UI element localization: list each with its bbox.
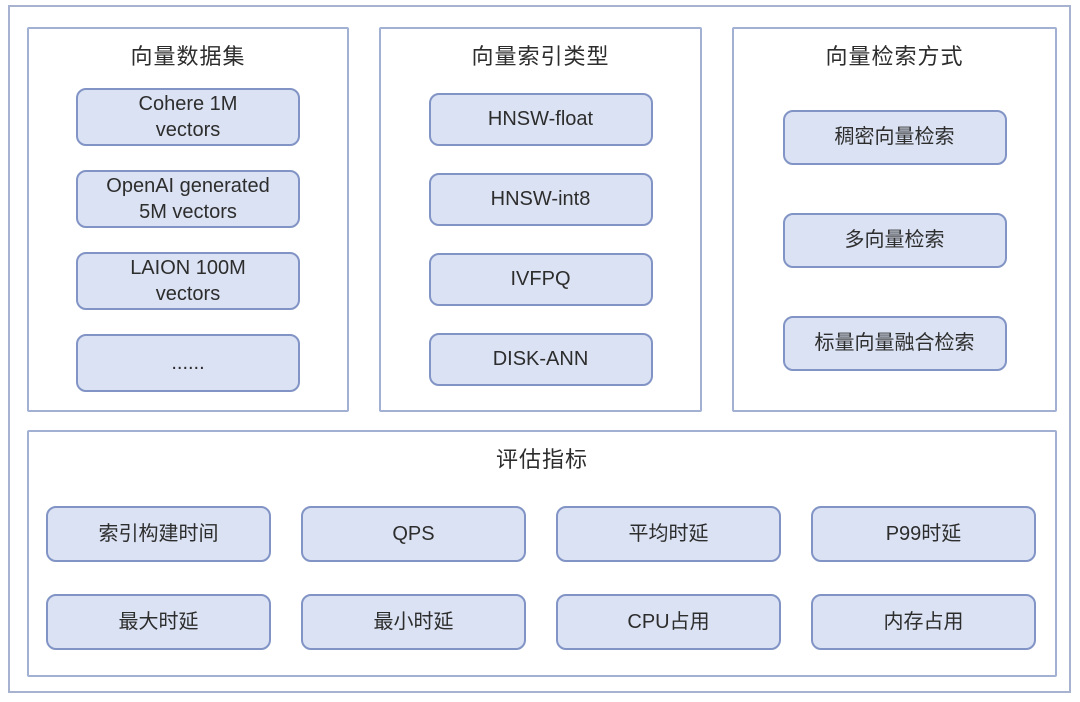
index-hnsw-int8-box: HNSW-int8 [428, 173, 653, 226]
metrics-grid: 索引构建时间 QPS 平均时延 P99时延 最大时延 最小时延 CPU占用 内存… [29, 475, 1055, 650]
vector-search-methods-title: 向量检索方式 [825, 44, 964, 69]
vector-index-types-title: 向量索引类型 [471, 44, 610, 69]
dataset-cohere-box: Cohere 1M vectors [76, 88, 300, 146]
panel-vector-index-types: 向量索引类型 HNSW-float HNSW-int8 IVFPQ DISK-A… [379, 27, 702, 412]
index-type-box-list: HNSW-float HNSW-int8 IVFPQ DISK-ANN [381, 93, 700, 386]
evaluation-metrics-title: 评估指标 [495, 447, 588, 472]
metric-max-latency-box: 最大时延 [46, 594, 271, 650]
index-ivfpq-box: IVFPQ [428, 253, 653, 306]
metric-cpu-usage-box: CPU占用 [556, 594, 781, 650]
vector-datasets-title: 向量数据集 [130, 44, 246, 69]
dataset-ellipsis-box: ...... [76, 334, 300, 392]
metric-index-build-time-box: 索引构建时间 [46, 506, 271, 562]
metric-memory-usage-box: 内存占用 [811, 594, 1036, 650]
metric-p99-latency-box: P99时延 [811, 506, 1036, 562]
search-method-box-list: 稠密向量检索 多向量检索 标量向量融合检索 [734, 110, 1055, 371]
search-scalar-vector-fusion-box: 标量向量融合检索 [782, 316, 1007, 371]
panel-evaluation-metrics: 评估指标 索引构建时间 QPS 平均时延 P99时延 最大时延 最小时延 CPU… [27, 430, 1057, 677]
metric-qps-box: QPS [301, 506, 526, 562]
outer-frame: 向量数据集 Cohere 1M vectors OpenAI generated… [8, 5, 1071, 693]
search-dense-vector-box: 稠密向量检索 [782, 110, 1007, 165]
metric-avg-latency-box: 平均时延 [556, 506, 781, 562]
search-multi-vector-box: 多向量检索 [782, 213, 1007, 268]
dataset-openai-box: OpenAI generated 5M vectors [76, 170, 300, 228]
index-hnsw-float-box: HNSW-float [428, 93, 653, 146]
index-diskann-box: DISK-ANN [428, 333, 653, 386]
dataset-laion-box: LAION 100M vectors [76, 252, 300, 310]
dataset-box-list: Cohere 1M vectors OpenAI generated 5M ve… [29, 88, 347, 392]
panel-vector-datasets: 向量数据集 Cohere 1M vectors OpenAI generated… [27, 27, 349, 412]
metric-min-latency-box: 最小时延 [301, 594, 526, 650]
panel-vector-search-methods: 向量检索方式 稠密向量检索 多向量检索 标量向量融合检索 [732, 27, 1057, 412]
